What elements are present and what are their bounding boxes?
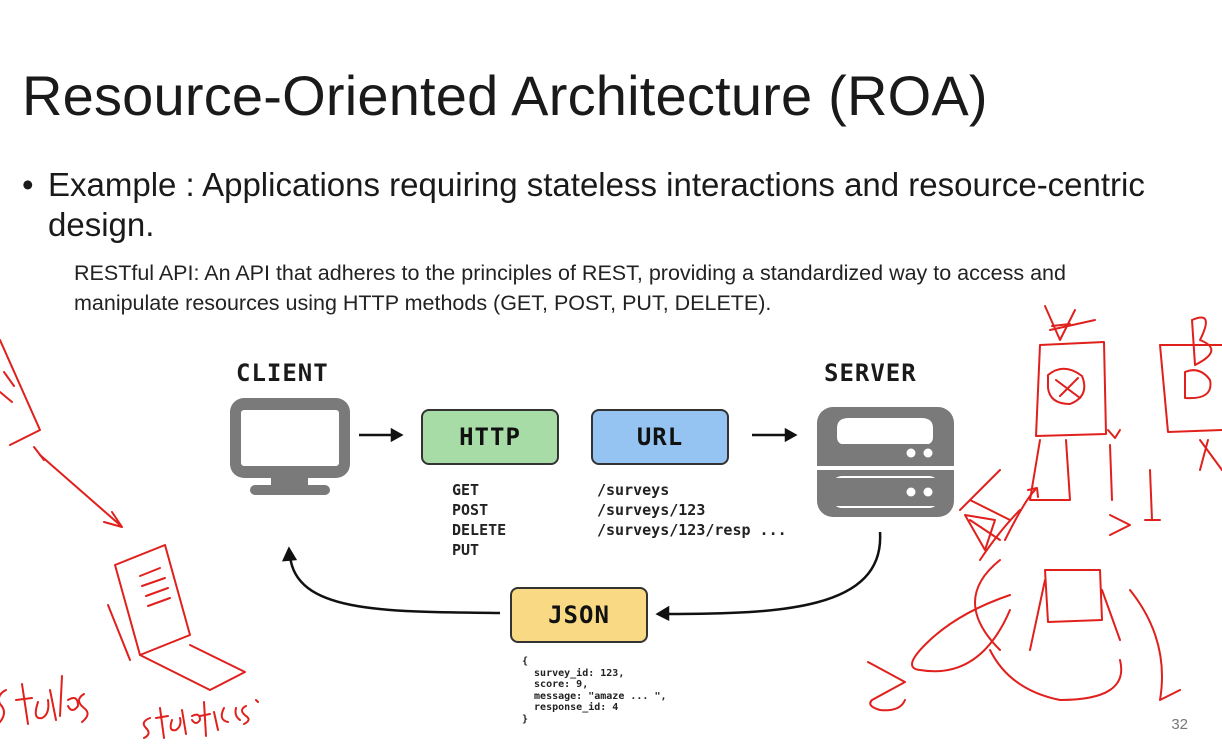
client-to-http-arrow xyxy=(359,427,404,443)
json-label: JSON xyxy=(548,601,610,629)
url-to-server-arrow xyxy=(752,427,798,443)
http-box: HTTP xyxy=(421,409,559,465)
sub-bullet-text: RESTful API: An API that adheres to the … xyxy=(74,261,1066,315)
http-method-item: POST xyxy=(452,501,489,519)
url-box: URL xyxy=(591,409,729,465)
json-line: score: 9, xyxy=(522,679,589,690)
json-line: survey_id: 123, xyxy=(522,667,625,679)
bullet-item: • Example : Applications requiring state… xyxy=(22,165,1202,245)
http-label: HTTP xyxy=(459,423,521,451)
server-to-json-arrow xyxy=(655,531,882,622)
page-number: 32 xyxy=(1171,716,1188,733)
server-label: SERVER xyxy=(824,359,917,387)
json-line: response_id: 4 xyxy=(522,702,619,713)
http-method-item: DELETE xyxy=(452,521,507,539)
http-methods-list: GET POST DELETE PUT xyxy=(452,480,506,560)
url-list: /surveys /surveys/123 /surveys/123/resp … xyxy=(597,480,787,540)
url-item: /surveys xyxy=(597,481,670,499)
client-monitor-icon xyxy=(230,398,350,495)
slide-title: Resource-Oriented Architecture (ROA) xyxy=(22,64,988,127)
http-method-item: GET xyxy=(452,481,480,499)
url-item: /surveys/123 xyxy=(597,501,706,519)
http-method-item: PUT xyxy=(452,541,480,559)
bullet-symbol: • xyxy=(22,166,34,203)
json-box: JSON xyxy=(510,587,648,643)
json-line: message: "amaze ... ", xyxy=(522,690,667,702)
json-line: } xyxy=(522,713,529,725)
json-sample: { survey_id: 123, score: 9, message: "am… xyxy=(522,656,667,725)
client-label: CLIENT xyxy=(236,359,329,387)
url-item: /surveys/123/resp ... xyxy=(597,521,787,539)
url-label: URL xyxy=(636,423,684,451)
bullet-text: Example : Applications requiring statele… xyxy=(48,166,1145,243)
json-to-client-arrow xyxy=(281,546,501,615)
json-line: { xyxy=(522,656,529,667)
server-icon xyxy=(817,407,954,517)
